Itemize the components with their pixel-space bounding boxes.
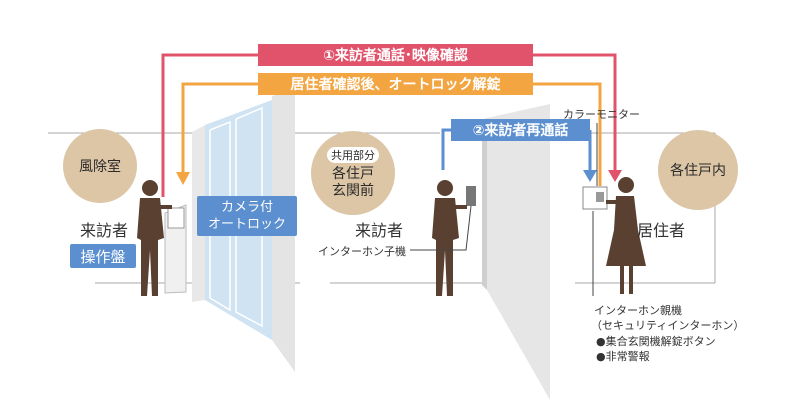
resident-label: 居住者 [637, 221, 686, 240]
camera-autolock-label: カメラ付 オートロック [207, 200, 286, 232]
unit-interior-circle: 各住戸内 [658, 130, 738, 210]
control-panel-tag: 操作盤 [70, 244, 136, 268]
feature-unlock-button-label: ●集合玄関機解錠ボタン [596, 335, 716, 348]
entrance-front-circle: 共用部分 各住戸 玄関前 [311, 131, 395, 215]
orange-arrowhead [176, 172, 190, 185]
intercom-child-unit [466, 186, 476, 206]
common-area-badge: 共用部分 [327, 146, 379, 163]
glass-panes [209, 106, 263, 328]
recall-label: ②来訪者再通話 [472, 123, 569, 139]
red-arrow-line-left [161, 53, 258, 197]
call-video-banner: ①来訪者通話･映像確認 [258, 44, 533, 66]
red-arrow-line-right [533, 53, 617, 172]
unit-interior-label: 各住戸内 [670, 163, 726, 179]
intercom-parent-sub-label: （セキュリティインターホン） [591, 319, 745, 332]
feature-emergency-alarm-label: ●非常警報 [596, 350, 650, 363]
leader-lines [410, 123, 598, 296]
control-panel-label: 操作盤 [80, 247, 126, 266]
windbreak-room-label: 風除室 [79, 159, 121, 175]
intercom-parent-label: インターホン親機 [594, 304, 682, 317]
visitor-2-label: 来訪者 [355, 221, 404, 240]
call-video-label: ①来訪者通話･映像確認 [323, 48, 468, 64]
blue-arrowhead [583, 170, 597, 182]
intercom-child-label: インターホン子機 [318, 245, 406, 258]
recall-banner: ②来訪者再通話 [451, 119, 590, 141]
orange-arrow-line-right [533, 82, 602, 186]
visitor-1-label: 来訪者 [80, 221, 129, 240]
blue-arrow-line-left [441, 128, 451, 170]
unlock-label: 居住者確認後、オートロック解錠 [290, 77, 501, 93]
red-arrowhead [608, 170, 622, 182]
door-frame [482, 118, 487, 290]
entrance-front-label: 各住戸 玄関前 [332, 165, 374, 199]
entrance-door [487, 104, 550, 400]
orange-arrow-line-left [181, 82, 258, 175]
unlock-banner: 居住者確認後、オートロック解錠 [258, 73, 533, 95]
resident-figure [606, 177, 646, 294]
visitor-2-figure [432, 180, 467, 296]
visitor-1-figure [137, 180, 172, 296]
control-panel-keypad [167, 207, 185, 229]
monitor-screen [596, 192, 604, 202]
color-monitor-label: カラーモニター [563, 108, 640, 121]
camera-autolock-tag: カメラ付 オートロック [197, 196, 297, 236]
windbreak-room-circle: 風除室 [63, 129, 137, 203]
